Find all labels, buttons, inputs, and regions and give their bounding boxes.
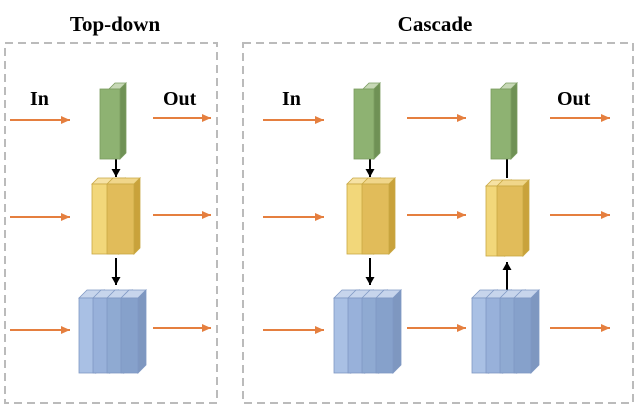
cascade-right-green-feature-block [490,82,518,160]
cascade-panel-border [242,42,634,404]
topdown-yellow-feature-block [91,177,141,255]
cascade-out-label: Out [557,88,591,110]
cascade-in-label: In [282,88,301,110]
cascade-left-blue-feature-block [333,289,402,374]
cascade-right-yellow-feature-block [485,179,530,257]
topdown-in-label: In [30,88,49,110]
cascade-left-green-feature-block [353,82,381,160]
topdown-green-feature-block [99,82,127,160]
cascade-title: Cascade [397,12,473,36]
topdown-blue-feature-block [78,289,147,374]
cascade-right-blue-feature-block [471,289,540,374]
topdown-panel-border [4,42,218,404]
cascade-left-yellow-feature-block [346,177,396,255]
topdown-out-label: Out [163,88,197,110]
topdown-title: Top-down [69,12,161,36]
